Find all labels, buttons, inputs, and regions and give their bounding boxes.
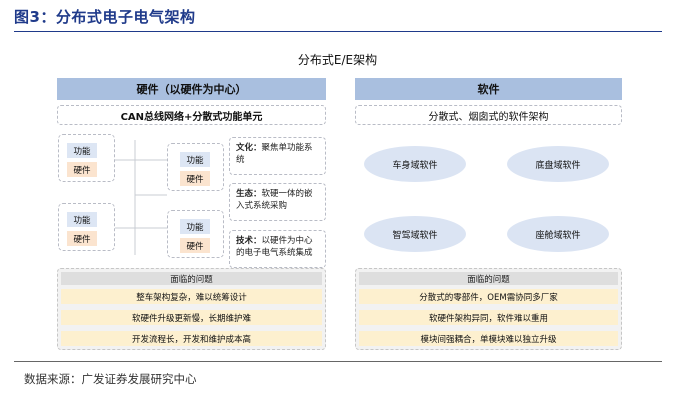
hardware-tag: 硬件 [67, 162, 97, 177]
source-note: 数据来源：广发证券发展研究中心 [24, 372, 197, 386]
diagram-title: 分布式E/E架构 [297, 53, 378, 67]
problem-item: 分散式的零部件，OEM需协同多厂家 [359, 289, 618, 304]
figure-title: 图3：分布式电子电气架构 [14, 8, 196, 26]
problem-item: 软硬件架构异同，软件难以重用 [359, 310, 618, 325]
problem-item: 软硬件升级更新慢，长期维护难 [61, 310, 322, 325]
hardware-problems: 面临的问题 整车架构复杂，难以统筹设计 软硬件升级更新慢，长期维护难 开发流程长… [57, 268, 326, 350]
note-text: 聚焦单功能系统 [236, 143, 313, 165]
function-unit-1: 功能 硬件 [58, 134, 115, 182]
bottom-rule [14, 361, 662, 362]
problem-item: 开发流程长，开发和维护成本高 [61, 331, 322, 346]
top-rule [14, 31, 662, 32]
function-tag: 功能 [67, 212, 97, 227]
problems-header: 面临的问题 [61, 272, 322, 285]
function-unit-3: 功能 硬件 [167, 143, 224, 191]
domain-body: 车身域软件 [364, 146, 466, 182]
hardware-header: 硬件（以硬件为中心） [57, 78, 326, 100]
note-text: 软硬一体的嵌入式系统采购 [236, 189, 313, 211]
domain-cockpit: 座舱域软件 [507, 216, 609, 252]
function-tag: 功能 [180, 152, 210, 167]
can-bus-bar: CAN总线网络+分散式功能单元 [57, 105, 326, 125]
software-header: 软件 [355, 78, 622, 100]
problem-item: 整车架构复杂，难以统筹设计 [61, 289, 322, 304]
function-unit-2: 功能 硬件 [58, 203, 115, 251]
note-ecosystem: 生态：软硬一体的嵌入式系统采购 [229, 183, 326, 221]
function-tag: 功能 [67, 143, 97, 158]
function-tag: 功能 [180, 219, 210, 234]
function-unit-4: 功能 硬件 [167, 210, 224, 258]
hardware-tag: 硬件 [180, 238, 210, 253]
software-arch-bar: 分散式、烟囱式的软件架构 [355, 105, 622, 125]
note-label: 技术： [236, 236, 262, 246]
problem-item: 模块间强耦合，单模块难以独立升级 [359, 331, 618, 346]
note-culture: 文化：聚焦单功能系统 [229, 137, 326, 175]
problems-header: 面临的问题 [359, 272, 618, 285]
domain-chassis: 底盘域软件 [507, 146, 609, 182]
note-technology: 技术：以硬件为中心的电子电气系统集成 [229, 230, 326, 268]
hardware-tag: 硬件 [180, 171, 210, 186]
software-problems: 面临的问题 分散式的零部件，OEM需协同多厂家 软硬件架构异同，软件难以重用 模… [355, 268, 622, 350]
note-label: 生态： [236, 189, 262, 199]
hardware-tag: 硬件 [67, 231, 97, 246]
note-text: 以硬件为中心的电子电气系统集成 [236, 236, 313, 258]
domain-adas: 智驾域软件 [364, 216, 466, 252]
note-label: 文化： [236, 143, 262, 153]
